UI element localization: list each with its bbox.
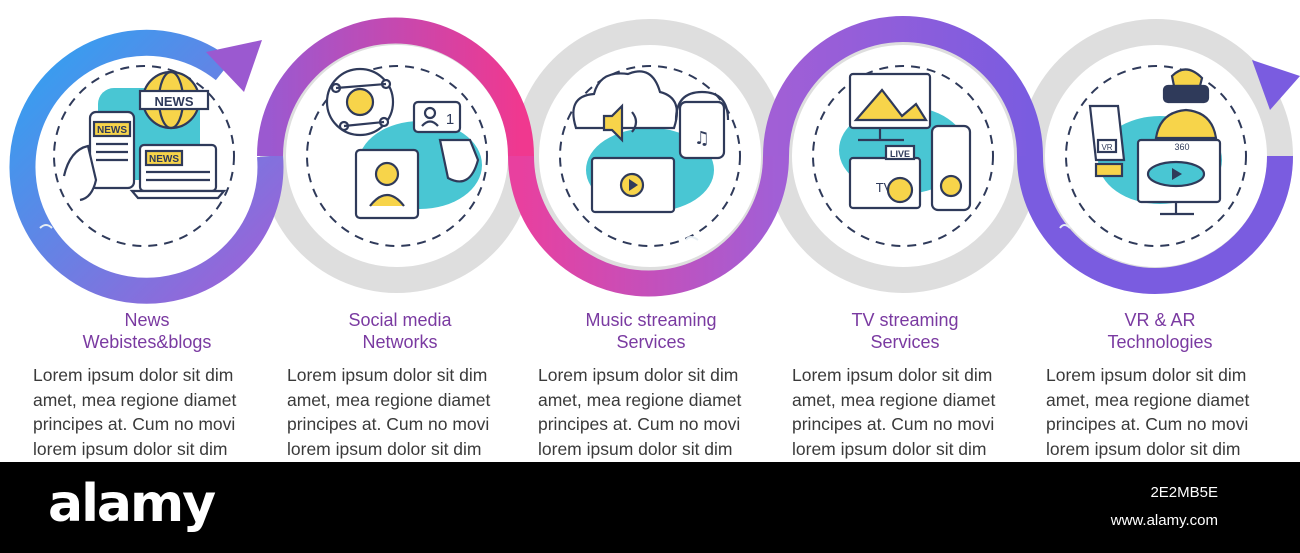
ring-1-arc <box>9 29 284 304</box>
brand-logo: alamy <box>48 474 216 534</box>
image-id: 2E2MB5E <box>1150 484 1218 501</box>
dashed-circle-2 <box>306 65 488 247</box>
ring-2-top-arc <box>257 17 534 157</box>
svg-text:VR: VR <box>1101 143 1112 152</box>
svg-text:NEWS: NEWS <box>97 125 127 136</box>
music-streaming-icon: ♫ <box>572 70 730 214</box>
svg-text:♫: ♫ <box>694 128 710 149</box>
dashed-circle-1 <box>53 65 235 247</box>
svg-text:NEWS: NEWS <box>149 154 179 165</box>
ring-chain: NEWS NEWS NEWS 1 <box>9 16 1300 304</box>
step-3-body: Lorem ipsum dolor sit dim amet, mea regi… <box>538 365 742 459</box>
news-icon: NEWS NEWS NEWS <box>62 70 227 202</box>
ring-5-bottom-arc <box>1017 155 1293 294</box>
step-4-body: Lorem ipsum dolor sit dim amet, mea regi… <box>792 365 996 459</box>
dashed-circle-3 <box>559 65 741 247</box>
ring-4-top-arc <box>763 16 1043 157</box>
tv-streaming-icon: TV LIVE <box>839 72 972 212</box>
dashed-circle-4 <box>812 65 994 247</box>
svg-text:360: 360 <box>1174 142 1189 152</box>
infographic: NEWS NEWS NEWS 1 <box>9 16 1300 459</box>
ring-3-bottom-arc <box>508 155 789 297</box>
dashed-circle-5 <box>1065 65 1247 247</box>
step-1-body: Lorem ipsum dolor sit dim amet, mea regi… <box>33 365 237 459</box>
svg-text:1: 1 <box>446 111 454 128</box>
step-2-body: Lorem ipsum dolor sit dim amet, mea regi… <box>287 365 491 459</box>
step-5-body: Lorem ipsum dolor sit dim amet, mea regi… <box>1046 365 1250 459</box>
arrowhead-5 <box>1252 60 1300 110</box>
site-url: www.alamy.com <box>1110 512 1218 529</box>
vr-ar-icon: VR 360 <box>1088 68 1222 216</box>
svg-text:LIVE: LIVE <box>890 149 910 159</box>
svg-text:NEWS: NEWS <box>155 94 194 109</box>
stock-watermark-bar: alamy 2E2MB5E www.alamy.com <box>0 462 1300 553</box>
social-network-icon: 1 <box>325 67 482 220</box>
arrowhead-1 <box>206 40 262 92</box>
